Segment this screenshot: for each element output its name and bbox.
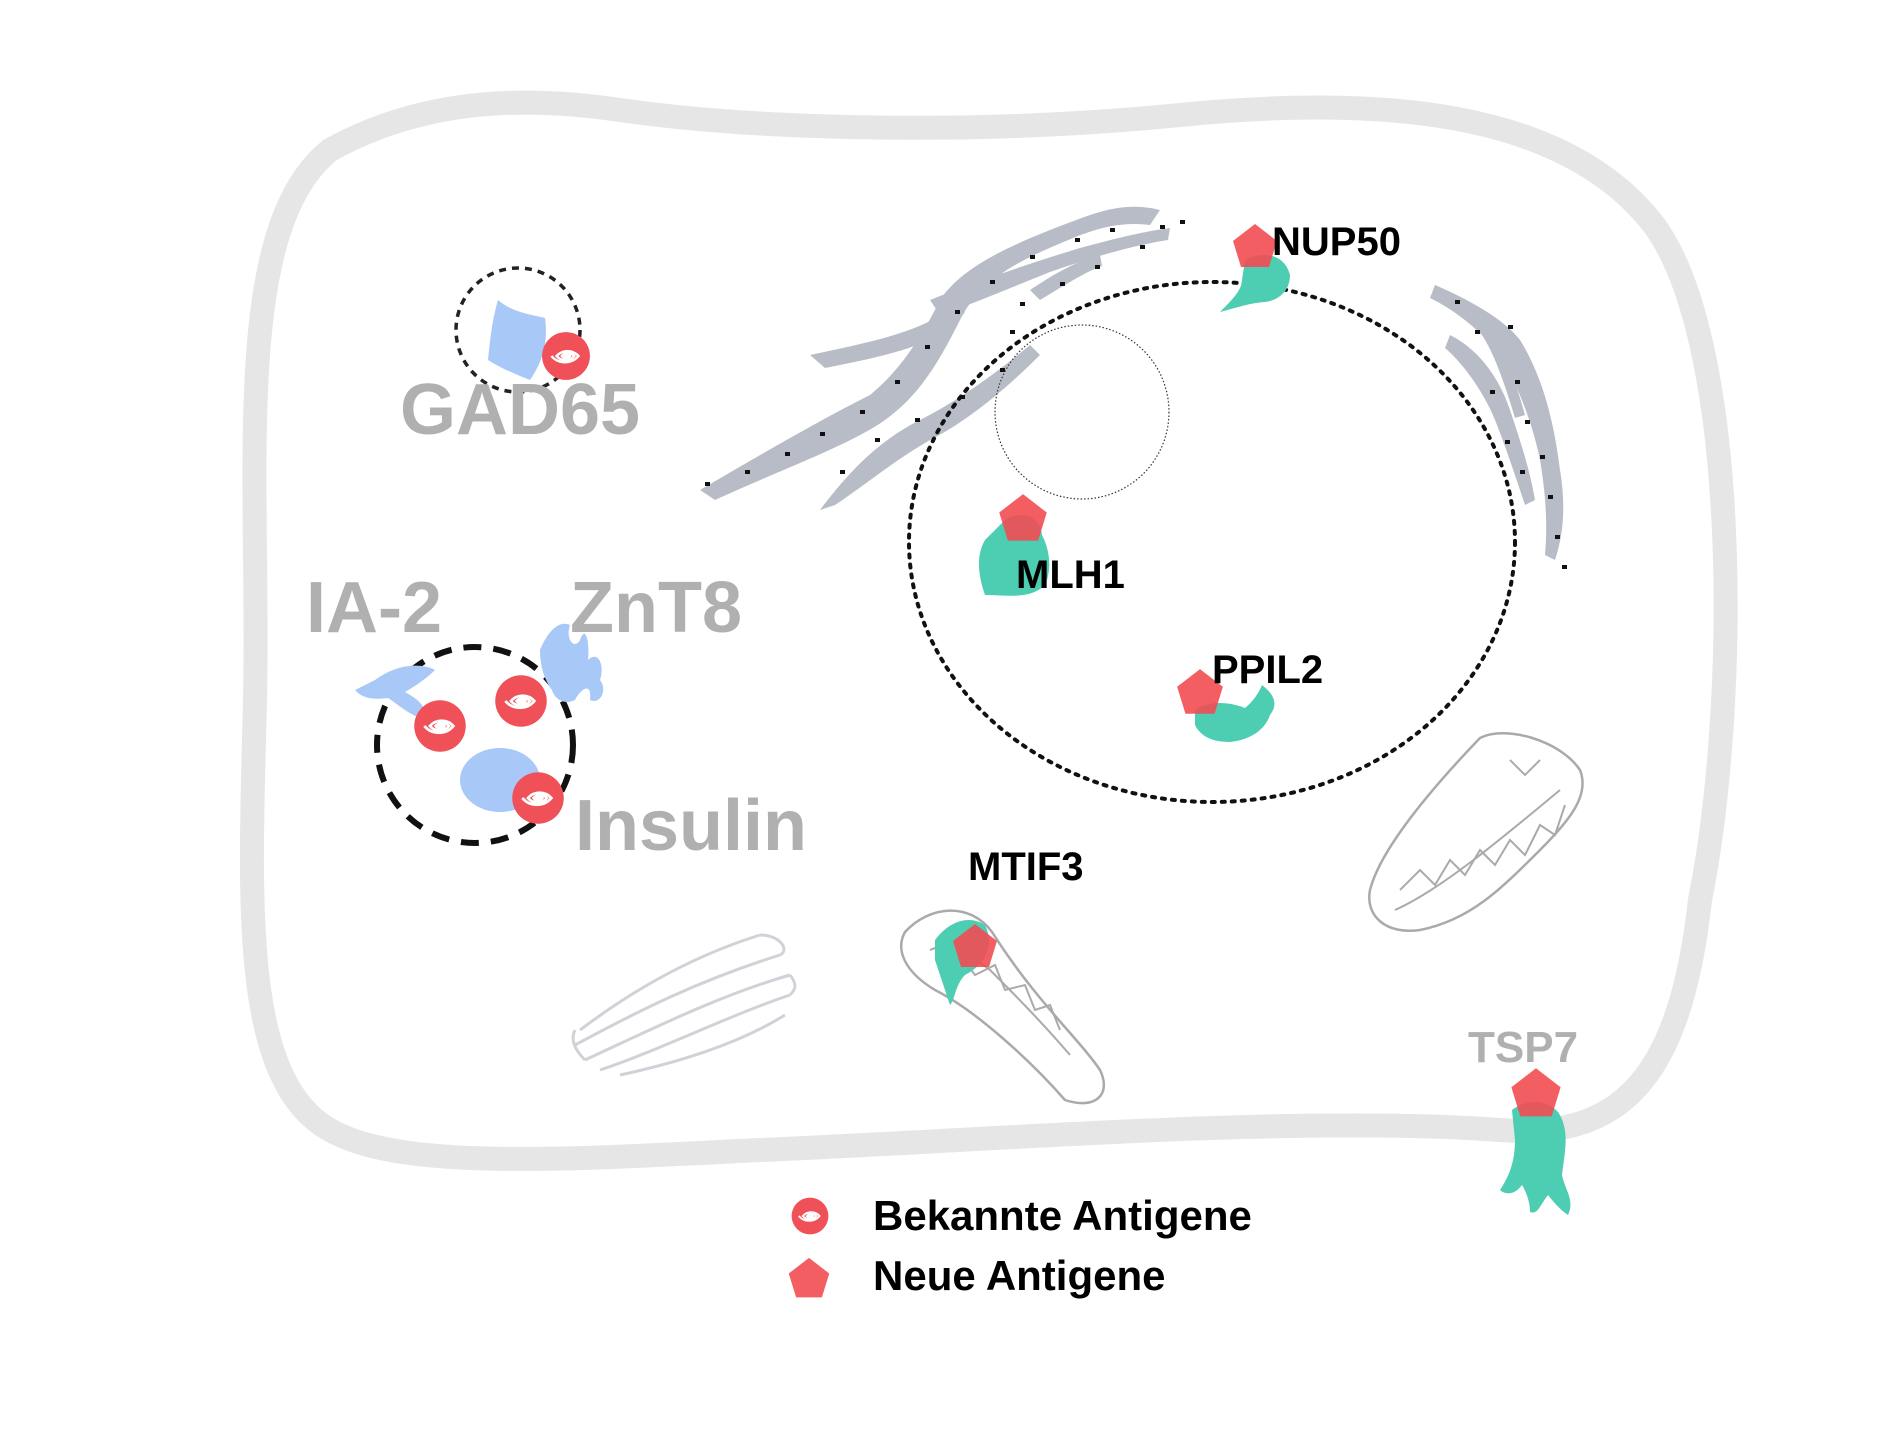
znt8-label: ZnT8 <box>570 568 742 648</box>
insulin-granule <box>355 623 604 846</box>
endoplasmic-reticulum <box>700 206 1170 510</box>
legend-new-icon <box>788 1257 830 1298</box>
mtif3-label: MTIF3 <box>968 845 1084 889</box>
known-antigen-icon <box>412 698 468 754</box>
ppil2-protein <box>1195 685 1275 742</box>
cell-membrane <box>239 90 1738 1171</box>
endoplasmic-reticulum-right <box>1430 285 1564 560</box>
tsp7-protein <box>1500 1102 1571 1215</box>
er-ribosomes-right <box>1455 300 1567 569</box>
nucleolus <box>994 324 1170 500</box>
ppil2-label: PPIL2 <box>1212 648 1323 692</box>
mlh1-label: MLH1 <box>1016 553 1125 597</box>
nup50-protein <box>1220 255 1290 312</box>
nucleus <box>907 280 1517 804</box>
golgi-apparatus <box>571 933 797 1077</box>
new-antigen-icon <box>999 494 1047 541</box>
legend-new-label: Neue Antigene <box>873 1252 1165 1299</box>
nup50-label: NUP50 <box>1272 220 1401 264</box>
mitochondrion-left <box>900 909 1106 1105</box>
mitochondrion-right <box>1367 732 1584 933</box>
new-antigen-icon <box>1233 224 1277 267</box>
tsp7-label: TSP7 <box>1468 1023 1578 1072</box>
legend: Bekannte Antigene Neue Antigene <box>788 1192 1252 1299</box>
ia2-label: IA-2 <box>306 568 442 648</box>
gad65-label: GAD65 <box>400 370 640 450</box>
new-antigen-icon <box>1511 1068 1561 1117</box>
legend-known-label: Bekannte Antigene <box>873 1192 1252 1239</box>
gad65-vesicle <box>454 266 592 394</box>
known-antigen-icon <box>493 673 549 729</box>
legend-known-icon <box>790 1196 830 1236</box>
er-ribosomes <box>705 220 1185 486</box>
insulin-label: Insulin <box>575 786 807 866</box>
known-antigen-icon <box>510 770 566 826</box>
